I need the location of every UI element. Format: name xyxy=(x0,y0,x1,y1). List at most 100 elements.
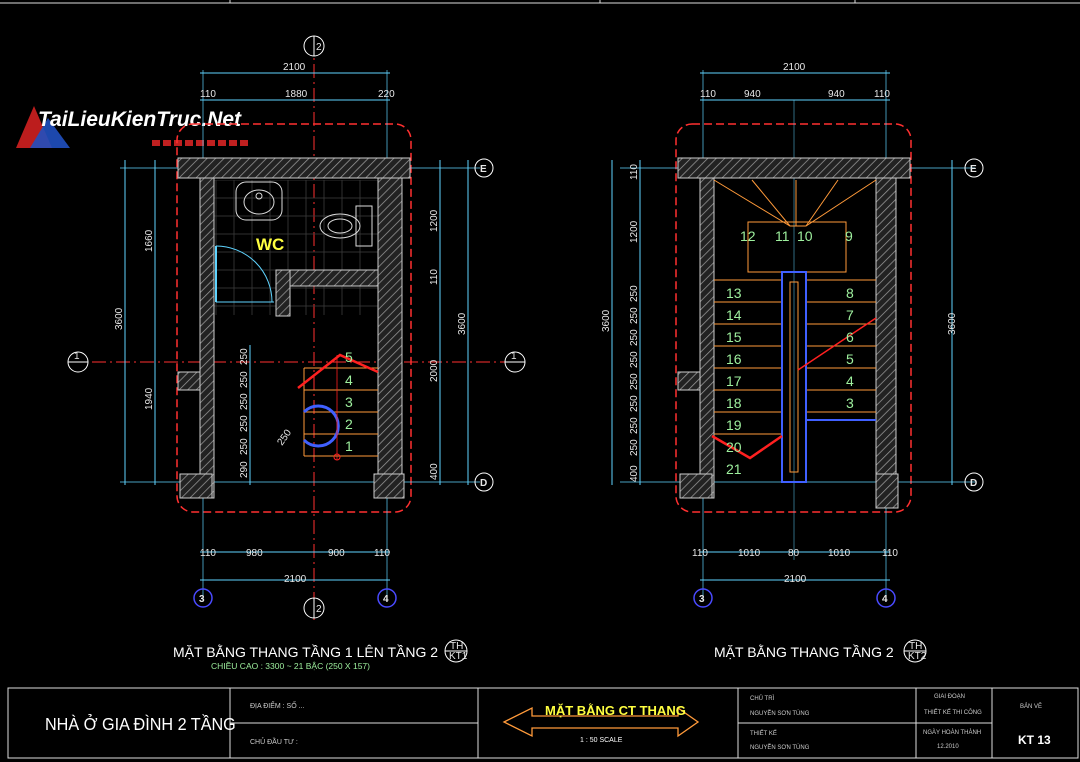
plan1-boundary xyxy=(176,123,412,513)
plan1-wall-right xyxy=(377,177,403,499)
toilet xyxy=(319,205,373,247)
plan1-step-3: 3 xyxy=(345,394,353,410)
plan2-dim-top-d: 110 xyxy=(874,89,890,100)
plan-floor-2: 12 11 10 9 13 14 15 16 17 18 19 20 21 8 … xyxy=(601,62,984,663)
plan2-step-18: 18 xyxy=(726,395,742,411)
plan2-title: MẶT BẰNG THANG TẦNG 2 xyxy=(714,643,894,660)
plan1-step-2: 2 xyxy=(345,416,353,432)
plan2-left-dimensions: 3600 110 1200 250 250 250 250 250 250 25… xyxy=(601,160,641,485)
plan1-dim-top-b: 1880 xyxy=(285,89,308,100)
plan2-step-19: 19 xyxy=(726,417,742,433)
plan1-title: MẶT BẰNG THANG TẦNG 1 LÊN TẦNG 2 xyxy=(173,643,438,660)
plan2-dim-left-6: 250 xyxy=(629,395,640,412)
plan1-dim-left-b: 1940 xyxy=(144,387,155,410)
watermark-logo: TaiLieuKienTruc.Net xyxy=(16,106,248,148)
address-label: ĐỊA ĐIỂM : SỐ ... xyxy=(250,700,305,710)
plan2-stair xyxy=(711,179,877,483)
plan2-badge-bottom: KT2 xyxy=(908,651,927,662)
owner-label: CHỦ ĐẦU TƯ : xyxy=(250,736,298,746)
wc-floor-tile xyxy=(213,180,378,315)
plan2-dim-left-2: 250 xyxy=(629,307,640,324)
plan2-step-16: 16 xyxy=(726,351,742,367)
plan1-stair-dim-1: 250 xyxy=(239,348,250,365)
date-value: 12.2010 xyxy=(937,744,959,750)
plan1-dim-bottom-b: 980 xyxy=(246,548,263,559)
washbasin xyxy=(235,181,283,221)
plan1-dim-right-b: 110 xyxy=(429,269,440,285)
chief-label: CHỦ TRÌ xyxy=(750,695,775,702)
plan1-subtitle: CHIỀU CAO : 3300 ~ 21 BẬC (250 X 157) xyxy=(211,661,370,671)
plan1-axis-D: D xyxy=(480,478,487,489)
sheet-title: MẶT BẰNG CT THANG xyxy=(545,703,686,718)
sheet-label: BẢN VẼ xyxy=(1020,703,1042,710)
plan2-axis-4: 4 xyxy=(882,594,888,605)
plan2-wall-left xyxy=(699,177,715,499)
phase-label: GIAI ĐOẠN xyxy=(934,694,965,700)
plan1-wc-partition xyxy=(275,269,379,287)
plan1-dim-bottom-c: 900 xyxy=(328,548,345,559)
drawing-scale: 1 : 50 SCALE xyxy=(580,737,623,744)
plan2-dim-left-b: 1200 xyxy=(629,220,640,243)
plan2-step-12: 12 xyxy=(740,228,756,244)
plan2-dim-left-a: 110 xyxy=(629,164,640,180)
plan1-section-2-bottom: 2 xyxy=(316,604,322,615)
plan1-top-dimensions: 2100 110 1880 220 xyxy=(200,62,395,101)
plan2-step-7: 7 xyxy=(846,307,854,323)
plan1-axis-3: 3 xyxy=(199,594,205,605)
plan2-dim-top-b: 940 xyxy=(744,89,761,100)
plan2-right-dimensions: 3600 xyxy=(947,160,958,485)
plan1-right-dimensions: 1200 110 2000 400 3600 xyxy=(429,160,469,485)
plan2-step-14: 14 xyxy=(726,307,742,323)
watermark-text: TaiLieuKienTruc.Net xyxy=(38,108,242,131)
plan1-dim-top-c: 220 xyxy=(378,89,395,100)
plan2-boundary xyxy=(675,123,912,513)
plan1-dim-bottom-total: 2100 xyxy=(284,574,307,585)
plan1-left-dimensions: 3600 1660 1940 250 250 250 250 250 290 xyxy=(114,160,251,485)
plan1-stair xyxy=(297,353,379,461)
plan2-dim-bottom-c: 80 xyxy=(788,548,800,559)
sheet-frame xyxy=(0,0,1080,4)
plan1-stair-dim-4: 250 xyxy=(239,415,250,432)
project-name: NHÀ Ở GIA ĐÌNH 2 TẦNG xyxy=(45,714,236,734)
plan1-step-4: 4 xyxy=(345,372,353,388)
plan1-dim-left-total: 3600 xyxy=(114,307,125,330)
plan1-section-1-right: 1 xyxy=(511,351,517,362)
plan2-dim-left-5: 250 xyxy=(629,373,640,390)
phase-value: THIẾT KẾ THI CÔNG xyxy=(924,709,982,716)
plan2-step-15: 15 xyxy=(726,329,742,345)
plan1-dim-right-total: 3600 xyxy=(457,312,468,335)
plan2-bottom-dimensions: 110 1010 80 1010 110 2100 xyxy=(692,548,898,585)
plan2-axis-3: 3 xyxy=(699,594,705,605)
plan1-axis-bubbles: E D 3 4 1 1 2 2 xyxy=(67,35,526,619)
plan1-wall-left xyxy=(199,177,215,499)
plan2-step-4: 4 xyxy=(846,373,854,389)
wc-label: WC xyxy=(256,235,284,254)
plan1-step-1: 1 xyxy=(345,438,353,454)
plan2-step-17: 17 xyxy=(726,373,742,389)
plan1-step-5: 5 xyxy=(345,349,353,365)
wc-door xyxy=(215,245,274,303)
title-block: NHÀ Ở GIA ĐÌNH 2 TẦNG ĐỊA ĐIỂM : SỐ ... … xyxy=(7,687,1079,759)
plan1-badge: TH KT1 xyxy=(444,639,468,663)
plan1-winder-dim: 250 xyxy=(275,427,294,447)
plan2-step-8: 8 xyxy=(846,285,854,301)
plan1-stair-dim-6: 290 xyxy=(239,461,250,478)
plan2-dim-bottom-d: 1010 xyxy=(828,548,851,559)
plan1-badge-top: TH xyxy=(450,641,463,652)
plan2-axis-D: D xyxy=(970,478,977,489)
plan1-dim-top-total: 2100 xyxy=(283,62,306,73)
plan2-badge-top: TH xyxy=(909,641,922,652)
plan2-dim-top-a: 110 xyxy=(700,89,716,100)
plan2-dim-top-c: 940 xyxy=(828,89,845,100)
plan1-axis-E: E xyxy=(480,164,487,175)
plan2-dim-bottom-total: 2100 xyxy=(784,574,807,585)
plan2-badge: TH KT2 xyxy=(903,639,927,663)
plan2-dim-left-7: 250 xyxy=(629,417,640,434)
plan2-dim-left-8: 250 xyxy=(629,439,640,456)
plan2-step-10: 10 xyxy=(797,228,813,244)
plan1-stair-dim-5: 250 xyxy=(239,438,250,455)
plan2-dim-left-1: 250 xyxy=(629,285,640,302)
plan1-dim-right-a: 1200 xyxy=(429,209,440,232)
plan1-wall-top xyxy=(177,157,411,179)
